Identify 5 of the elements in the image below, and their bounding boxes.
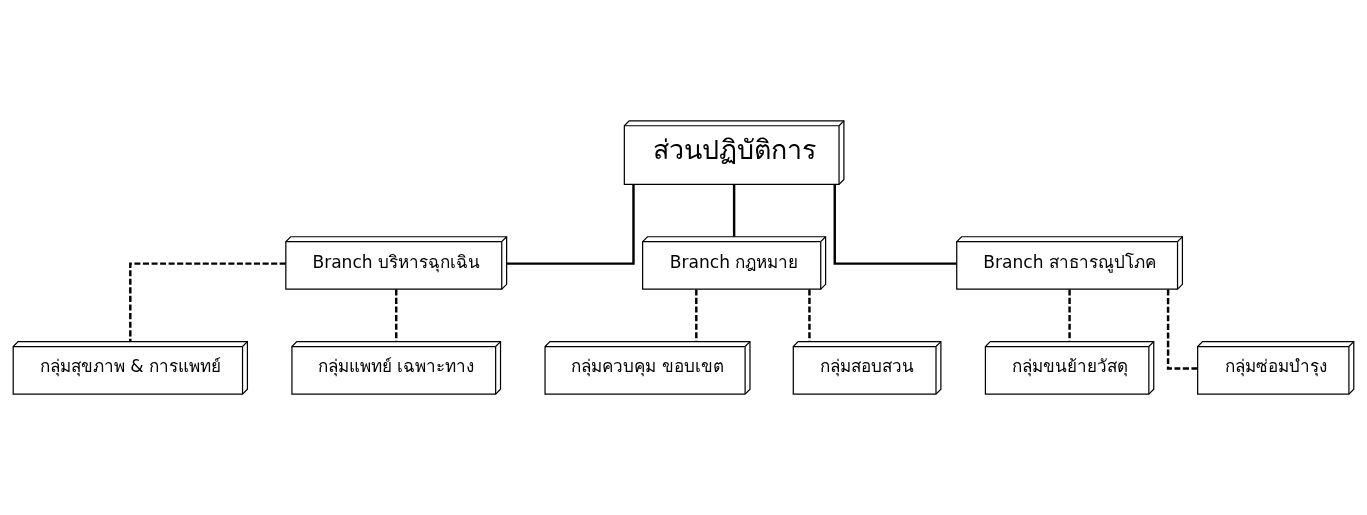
connector [506, 184, 635, 265]
connector [1166, 289, 1198, 370]
connector [129, 262, 286, 342]
connector [732, 184, 736, 237]
connector [833, 184, 957, 265]
